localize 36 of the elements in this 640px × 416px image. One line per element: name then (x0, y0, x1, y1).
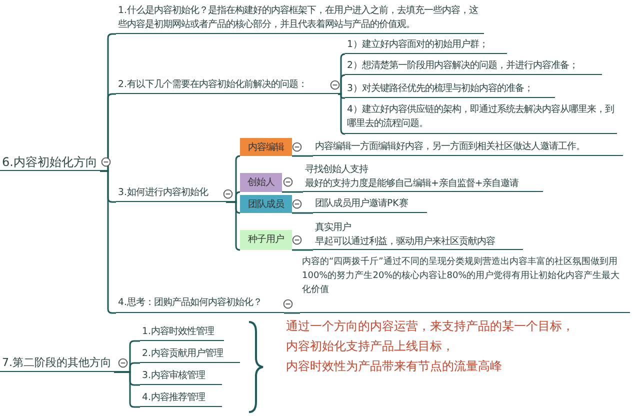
topic-box: 创始人 (240, 173, 282, 192)
topic-text: 内容编辑一方面编辑好内容，另一方面到相关社区做达人邀请工作。 (313, 140, 623, 156)
topic-text: 4.内容推荐管理 (140, 391, 222, 407)
connector-line (338, 74, 346, 95)
connector-line (292, 212, 313, 214)
topic-text: 团队成员用户邀请PK赛 (313, 197, 427, 213)
topic-box: 种子用户 (240, 230, 292, 250)
topic-text: 1.什么是内容初始化？是指在构建好的内容框架下，在用户进入之前，去填充一些内容，这些内容是初期网站或者产品的核心部分，并且代表着网站与产品的价值观。 (116, 4, 484, 34)
topic-text: 1）建立好内容面对的初始用户群； (345, 38, 507, 54)
topic-text: 最好的支持力度是能够自己编辑+亲自监督+亲自邀请 (305, 177, 520, 191)
topic-text: 真实用户 (315, 221, 352, 235)
topic-text: 2）想清楚第一阶段用内容解决的问题，并进行内容准备； (345, 59, 602, 75)
topic-box: 内容编辑 (240, 138, 292, 156)
topic-text: 1.内容时效性管理 (140, 325, 224, 341)
topic-text: 6.内容初始化方向 (0, 154, 100, 171)
connector-line (292, 249, 313, 251)
connector-line (114, 371, 140, 408)
topic-text: 4）建立好内容供应链的架构，即通过系统去解决内容从哪里来，到哪里去的流程问题。 (345, 103, 617, 134)
topic-box: 团队成员 (240, 195, 292, 213)
connector-line (284, 312, 300, 314)
summary-note: 内容初始化支持产品上线目标， (286, 338, 454, 355)
topic-text: 寻找创始人支持 (305, 163, 370, 177)
topic-text: 7.第二阶段的其他方向 (0, 355, 114, 372)
topic-text: 早起可以通过利益，驱动用户来社区贡献内容 (315, 235, 496, 249)
topic-text: 内容的“四两拨千斤”通过不同的呈现分类规则营造出内容丰富的社区氛围做到用100%的努力产生20%的核心内容让80%的用户觉得有用让初始化内容产生最大化价值 (300, 255, 630, 313)
summary-note: 内容时效性为产品带来有节点的流量高峰 (286, 358, 502, 375)
connector-line (282, 191, 303, 193)
connector-line (292, 155, 313, 157)
summary-note: 通过一个方向的内容运营，来支持产品的某一个目标， (286, 318, 574, 335)
connector-line (226, 201, 241, 251)
topic-text: 3.内容审核管理 (140, 369, 222, 385)
connector-line (338, 93, 346, 135)
connector-line (100, 170, 116, 314)
topic-text: 4.思考：团购产品如何内容初始化？ (116, 296, 284, 313)
topic-text: 2.内容贡献用户管理 (140, 347, 240, 363)
topic-text: 3）对关键路径优先的梳理与初始内容的准备； (345, 82, 555, 98)
